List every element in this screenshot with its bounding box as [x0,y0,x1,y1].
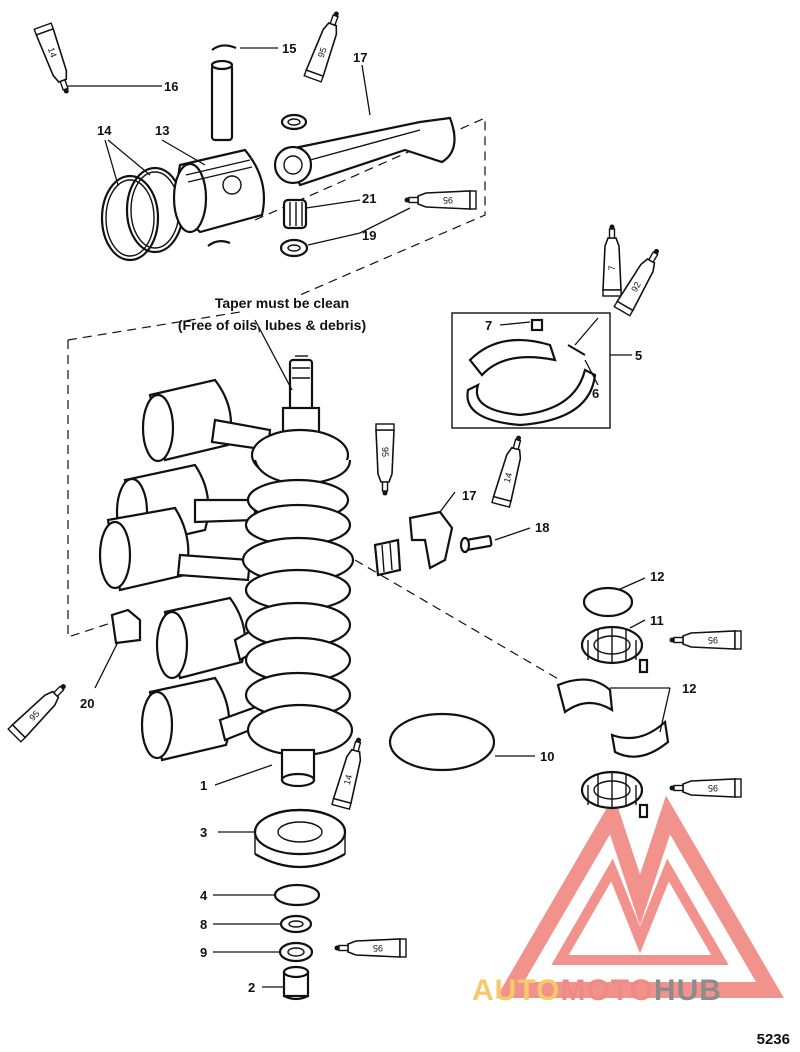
lubricant-tube: 95 [404,190,477,210]
ball-bearing-3 [253,808,347,869]
callout-2: 2 [248,980,255,995]
bearing-half-20 [110,608,142,645]
callout-12: 12 [650,569,664,584]
needle-bearing-21 [282,198,308,230]
watermark-part-2: MOTO [560,974,653,1007]
callout-20: 20 [80,696,94,711]
lubricant-tube: 95 [7,684,66,743]
watermark-part-1: AUTO [472,974,560,1007]
callout-14: 14 [97,123,112,138]
lubricant-tube: 14 [491,435,522,508]
callout-19: 19 [362,228,376,243]
snap-ring-4 [273,883,321,907]
leader-lines [68,47,671,988]
seal-8 [279,914,313,934]
roller-bearing-lower [580,770,649,819]
lock-ring-lower [207,239,231,247]
callout-10: 10 [540,749,554,764]
callout-17-cap: 17 [462,488,476,503]
lubricant-code: 95 [443,195,453,205]
figure-number: 5236 [757,1031,790,1048]
assembly-outline-bearing [354,559,561,681]
lubricant-tube: 95 [669,630,742,650]
watermark-text: AUTOMOTOHUB [472,974,722,1007]
seal-9 [278,941,314,963]
lubricant-code: 95 [708,783,718,793]
connecting-rod-17 [273,116,456,187]
lubricant-tube: 14 [331,737,362,810]
lubricant-code: 7 [607,265,617,270]
callout-5: 5 [635,348,642,363]
lubricant-code: 14 [46,46,59,59]
piston-13 [172,148,266,234]
seal-ring-10 [388,712,496,772]
lubricant-code: 95 [316,46,329,59]
callout-8: 8 [200,917,207,932]
callout-numbers: 15 16 14 13 17 21 19 7 5 6 17 18 12 11 1… [80,41,696,995]
lubricant-code: 92 [629,280,643,294]
lubricant-code: 14 [342,774,354,786]
callout-3: 3 [200,825,207,840]
rod-bearing-cage [373,538,402,577]
assembly-outline-upper [254,117,486,296]
sleeve-2 [282,965,310,1001]
watermark-part-3: HUB [654,974,722,1007]
callout-21: 21 [362,191,376,206]
callout-16: 16 [164,79,178,94]
callout-7: 7 [485,318,492,333]
assembly-outline-left [67,340,121,638]
bearing-race-halves-12 [556,678,670,758]
thrust-washer-19 [279,238,309,258]
lubricant-tube: 95 [303,11,339,83]
lubricant-tube: 95 [669,778,742,798]
washer-upper [280,113,308,131]
callout-13: 13 [155,123,169,138]
callout-17: 17 [353,50,367,65]
callout-9: 9 [200,945,207,960]
main-bearing-5 [466,318,597,427]
piston-rings [100,166,185,262]
lubricant-tube: 14 [33,22,69,94]
lubricant-tube: 7 [602,224,622,297]
lubricant-code: 14 [502,472,514,484]
retaining-ring-12 [582,586,634,618]
callout-1: 1 [200,778,207,793]
rod-cap-17 [408,510,454,570]
rod-bolt-18 [459,535,493,554]
note-line-2: (Free of oils, lubes & debris) [178,317,366,333]
lubricant-tube: 95 [334,938,407,958]
lubricant-code: 95 [380,447,390,457]
callout-12-race: 12 [682,681,696,696]
callout-15: 15 [282,41,296,56]
watermark-logo [496,795,784,998]
callout-18: 18 [535,520,549,535]
lubricant-tube: 92 [613,248,659,317]
crankshaft-assembly [98,355,355,788]
callout-6: 6 [592,386,599,401]
lock-ring-15 [211,44,237,51]
wrist-pin-16 [210,59,234,142]
lubricant-tube: 95 [375,423,395,496]
roller-bearing-11 [580,625,649,674]
lubricant-code: 95 [708,635,718,645]
lubricant-code: 95 [373,943,383,953]
note-line-1: Taper must be clean [215,295,349,311]
callout-4: 4 [200,888,208,903]
callout-11: 11 [650,613,664,628]
main-bearing-box [451,312,611,429]
